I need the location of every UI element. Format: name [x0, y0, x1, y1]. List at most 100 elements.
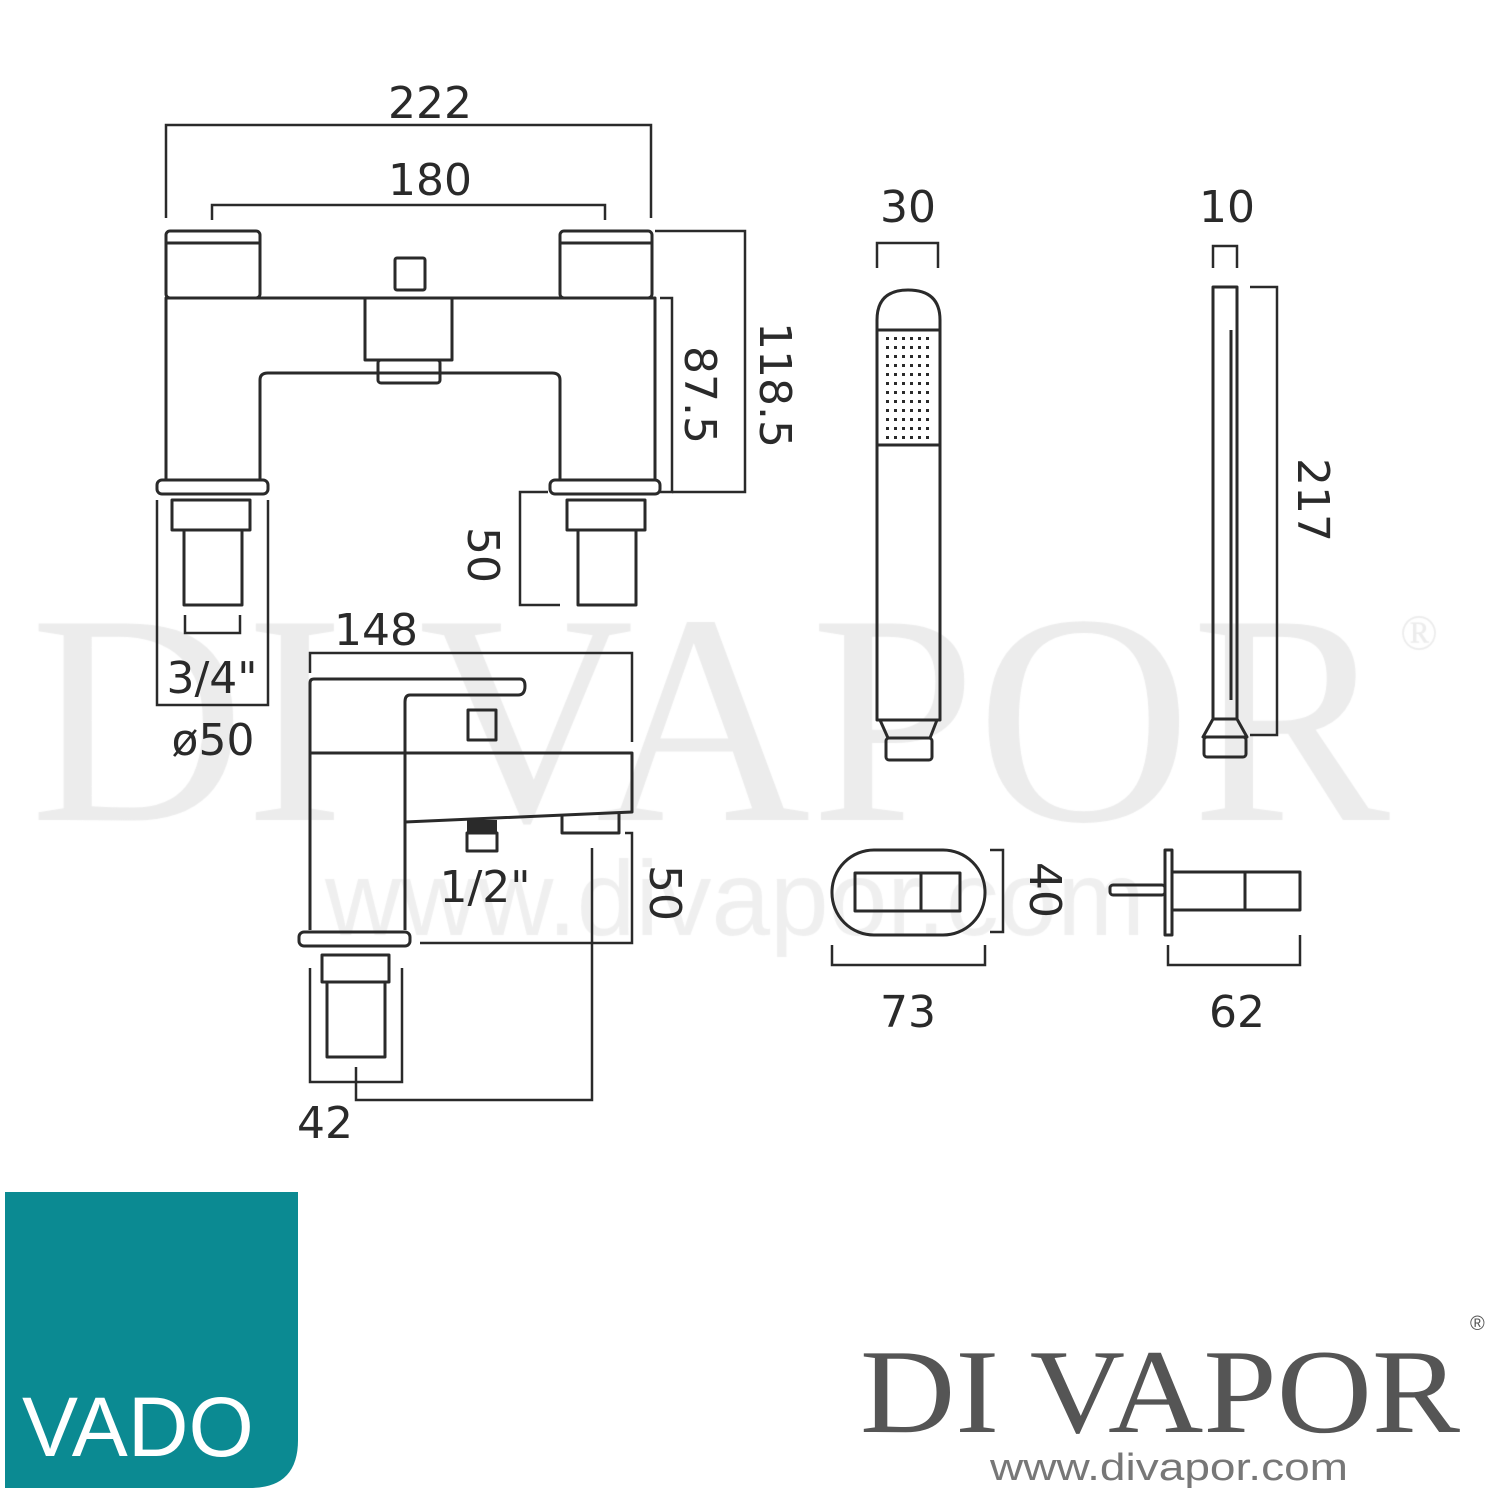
spray-nozzle	[894, 391, 897, 394]
divapor-url: www.divapor.com	[989, 1447, 1348, 1489]
dim-line-10	[1211, 244, 1239, 268]
dim-base-diameter: ø50	[172, 715, 255, 766]
divapor-registered: ®	[1470, 1313, 1485, 1335]
hose-nut	[884, 736, 934, 762]
dim-handset-depth: 10	[1199, 182, 1255, 233]
spray-nozzle	[910, 436, 913, 439]
dim-body-height: 87.5	[674, 346, 725, 444]
mixer-arch	[258, 371, 562, 480]
vado-logo-background	[5, 1192, 298, 1488]
bath-mixer-side-view: 148 1/2" 50 42	[297, 605, 690, 1149]
diverter-housing	[363, 296, 454, 362]
side-diverter-knob	[466, 708, 498, 742]
dim-line-offset	[354, 848, 594, 1102]
dim-line-thread	[183, 615, 242, 635]
left-base-ring	[155, 478, 270, 496]
dim-line-73	[830, 945, 987, 967]
spray-nozzle	[894, 346, 897, 349]
dim-holder-projection: 62	[1209, 987, 1265, 1038]
bath-mixer-front-view: 222 180 87.5 118.5 50 3/4" ø50	[155, 78, 800, 766]
side-base-ring	[297, 930, 412, 948]
dim-projection: 148	[334, 605, 418, 656]
side-connector	[1201, 718, 1249, 739]
spray-nozzle	[902, 373, 905, 376]
spray-nozzle	[894, 427, 897, 430]
side-hose-nut	[1202, 735, 1248, 759]
spray-nozzle	[918, 364, 921, 367]
left-shank	[182, 528, 244, 607]
spray-nozzle	[894, 373, 897, 376]
spray-nozzle	[910, 409, 913, 412]
handset-front-view: 30	[875, 182, 942, 762]
spray-nozzle	[910, 382, 913, 385]
spray-nozzle	[926, 400, 929, 403]
spray-nozzle	[910, 427, 913, 430]
spray-nozzle	[886, 427, 889, 430]
spray-nozzle	[926, 382, 929, 385]
holder-side-arm	[1170, 870, 1302, 912]
spray-nozzle	[894, 400, 897, 403]
spray-nozzles	[886, 337, 929, 439]
spray-nozzle	[902, 409, 905, 412]
handset-connector	[878, 719, 939, 740]
spray-nozzle	[926, 418, 929, 421]
dim-line-118-5	[655, 229, 747, 494]
wall-holder-front-view: 40 73	[830, 848, 1070, 1038]
spray-nozzle	[926, 409, 929, 412]
outlet-connector	[465, 831, 499, 853]
side-shank	[325, 980, 387, 1059]
spray-nozzle	[886, 436, 889, 439]
right-base-ring	[548, 478, 662, 496]
spray-nozzle	[910, 337, 913, 340]
dim-line-30	[875, 241, 940, 268]
dim-line-148	[308, 651, 634, 742]
dim-handset-width: 30	[880, 182, 936, 233]
spray-face	[877, 328, 940, 447]
dim-base-depth: 42	[297, 1098, 353, 1149]
spray-nozzle	[894, 355, 897, 358]
lever-and-body	[308, 677, 527, 930]
spray-nozzle	[926, 436, 929, 439]
spray-nozzle	[926, 427, 929, 430]
spray-nozzle	[918, 382, 921, 385]
spout-outlet	[376, 358, 442, 385]
dim-line-217	[1250, 285, 1279, 737]
spray-nozzle	[894, 418, 897, 421]
spray-nozzle	[902, 337, 905, 340]
spray-nozzle	[886, 373, 889, 376]
left-handle	[164, 229, 262, 300]
dim-inlet-thread: 3/4"	[166, 653, 257, 704]
spray-nozzle	[918, 391, 921, 394]
diverter-knob	[393, 256, 427, 292]
holder-cradle	[853, 871, 962, 913]
dim-line-40	[990, 848, 1005, 934]
dim-holder-width: 73	[880, 987, 936, 1038]
spray-nozzle	[886, 409, 889, 412]
dim-line-42	[308, 968, 404, 1084]
spray-nozzle	[902, 436, 905, 439]
dim-line-62	[1166, 935, 1302, 967]
spray-nozzle	[902, 427, 905, 430]
spray-nozzle	[902, 400, 905, 403]
vado-logo-text: VADO	[22, 1380, 254, 1474]
dim-line-180	[210, 203, 607, 220]
handset-side-view: 10 217	[1199, 182, 1338, 759]
right-shank	[576, 528, 638, 607]
spray-nozzle	[918, 418, 921, 421]
spray-nozzle	[902, 364, 905, 367]
spray-nozzle	[886, 418, 889, 421]
dim-line-87-5	[660, 296, 674, 494]
outlet-thread-hatch	[467, 820, 497, 833]
spray-nozzle	[894, 409, 897, 412]
spray-nozzle	[926, 391, 929, 394]
spray-nozzle	[918, 400, 921, 403]
spray-nozzle	[894, 436, 897, 439]
spray-nozzle	[886, 391, 889, 394]
spray-nozzle	[886, 337, 889, 340]
spray-nozzle	[886, 400, 889, 403]
spray-nozzle	[918, 436, 921, 439]
dim-holder-height: 40	[1019, 862, 1070, 918]
dim-spout-height: 50	[639, 865, 690, 921]
